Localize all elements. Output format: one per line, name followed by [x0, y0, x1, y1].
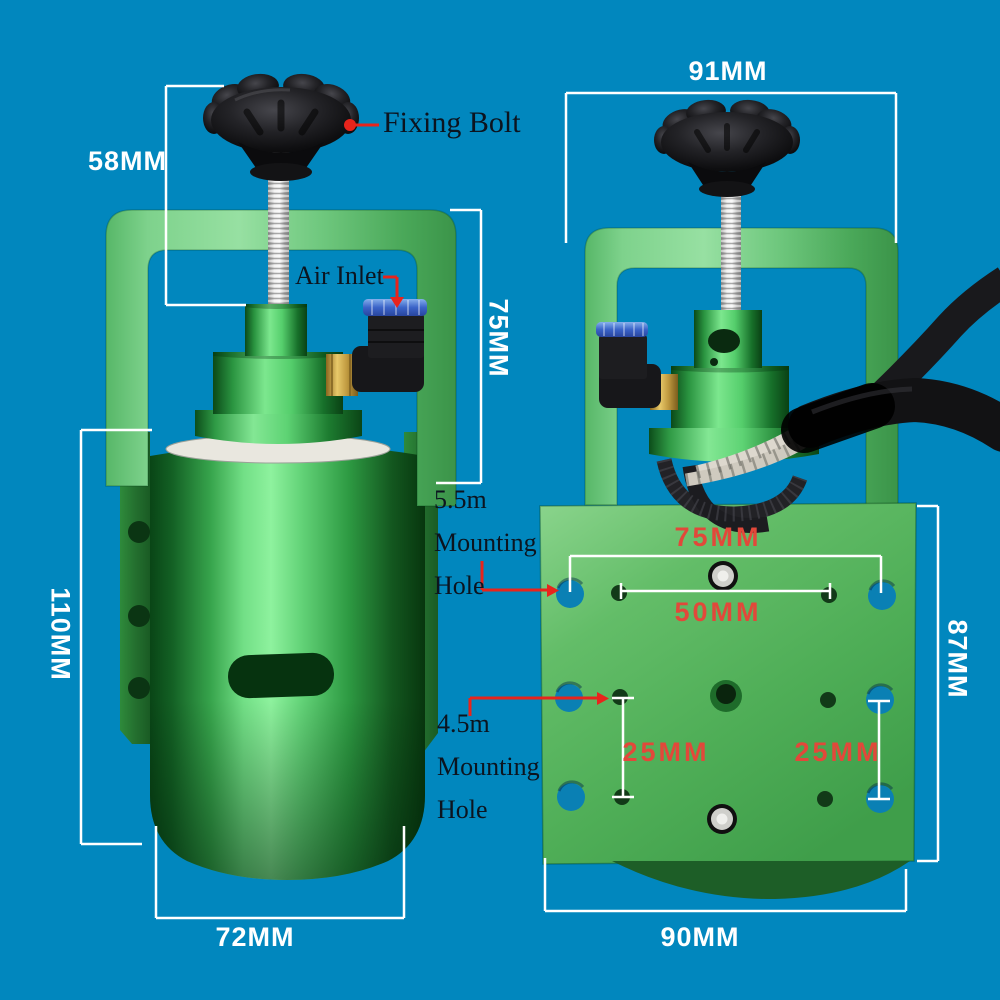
dim-91mm: 91MM — [688, 56, 768, 86]
dim-line-91mm — [564, 91, 898, 243]
dimension-lines — [79, 84, 940, 920]
left-unit-threaded-rod — [268, 150, 289, 312]
right-unit — [539, 99, 1000, 900]
dim-25mm-right: 25MM — [794, 737, 882, 767]
body-behind-plate — [612, 861, 910, 900]
cables — [656, 267, 1000, 533]
left-unit-top-stack — [195, 304, 362, 444]
left-unit — [105, 73, 457, 880]
mounting-hole-4-5-label: 4.5m Mounting Hole — [437, 709, 540, 824]
left-unit-handle-bracket — [105, 209, 457, 507]
dim-line-110mm — [79, 428, 152, 846]
dim-75mm-plate: 75MM — [674, 522, 762, 552]
dim-line-25mm-left — [612, 696, 634, 799]
dim-50mm: 50MM — [674, 597, 762, 627]
right-unit-threaded-rod — [721, 183, 741, 323]
center-screws — [707, 561, 742, 834]
right-unit-fixing-knob — [654, 99, 800, 197]
mounting-hole-5-5-label: 5.5m Mounting Hole — [434, 485, 537, 600]
leader-lines — [344, 119, 609, 716]
dim-line-58mm — [164, 84, 246, 307]
dim-line-72mm — [154, 826, 406, 920]
dim-58mm: 58MM — [88, 146, 168, 176]
dim-line-75mm-side — [436, 208, 483, 485]
dim-line-50mm — [619, 583, 832, 599]
air-inlet-port — [363, 299, 427, 316]
left-unit-body — [150, 444, 425, 880]
side-hole — [708, 329, 740, 353]
mounting-plate — [539, 502, 917, 900]
dim-87mm: 87MM — [942, 619, 973, 699]
hole-5-5-arrow — [547, 584, 559, 597]
dim-line-75mm-plate — [568, 554, 883, 593]
mounting-holes-4-5 — [611, 585, 837, 807]
right-unit-air-fitting — [596, 322, 678, 410]
dim-90mm: 90MM — [660, 922, 740, 952]
dim-line-87mm — [917, 504, 940, 863]
dim-75mm-side: 75MM — [483, 298, 514, 378]
left-unit-air-fitting — [326, 299, 427, 396]
air-inlet-arrow — [390, 297, 404, 308]
dim-line-25mm-right — [868, 699, 890, 801]
fixing-bolt-label: Fixing Bolt — [383, 106, 521, 139]
body-slot — [228, 652, 335, 699]
dim-line-90mm — [543, 858, 908, 913]
hole-4-5-arrow — [597, 692, 609, 705]
dim-72mm: 72MM — [215, 922, 295, 952]
fixing-bolt-pointer — [344, 119, 356, 131]
air-inlet-label: Air Inlet — [295, 261, 384, 290]
dim-25mm-left: 25MM — [622, 737, 710, 767]
air-inlet-port — [596, 322, 648, 337]
left-unit-fixing-knob — [203, 73, 359, 181]
dim-110mm: 110MM — [45, 587, 76, 681]
